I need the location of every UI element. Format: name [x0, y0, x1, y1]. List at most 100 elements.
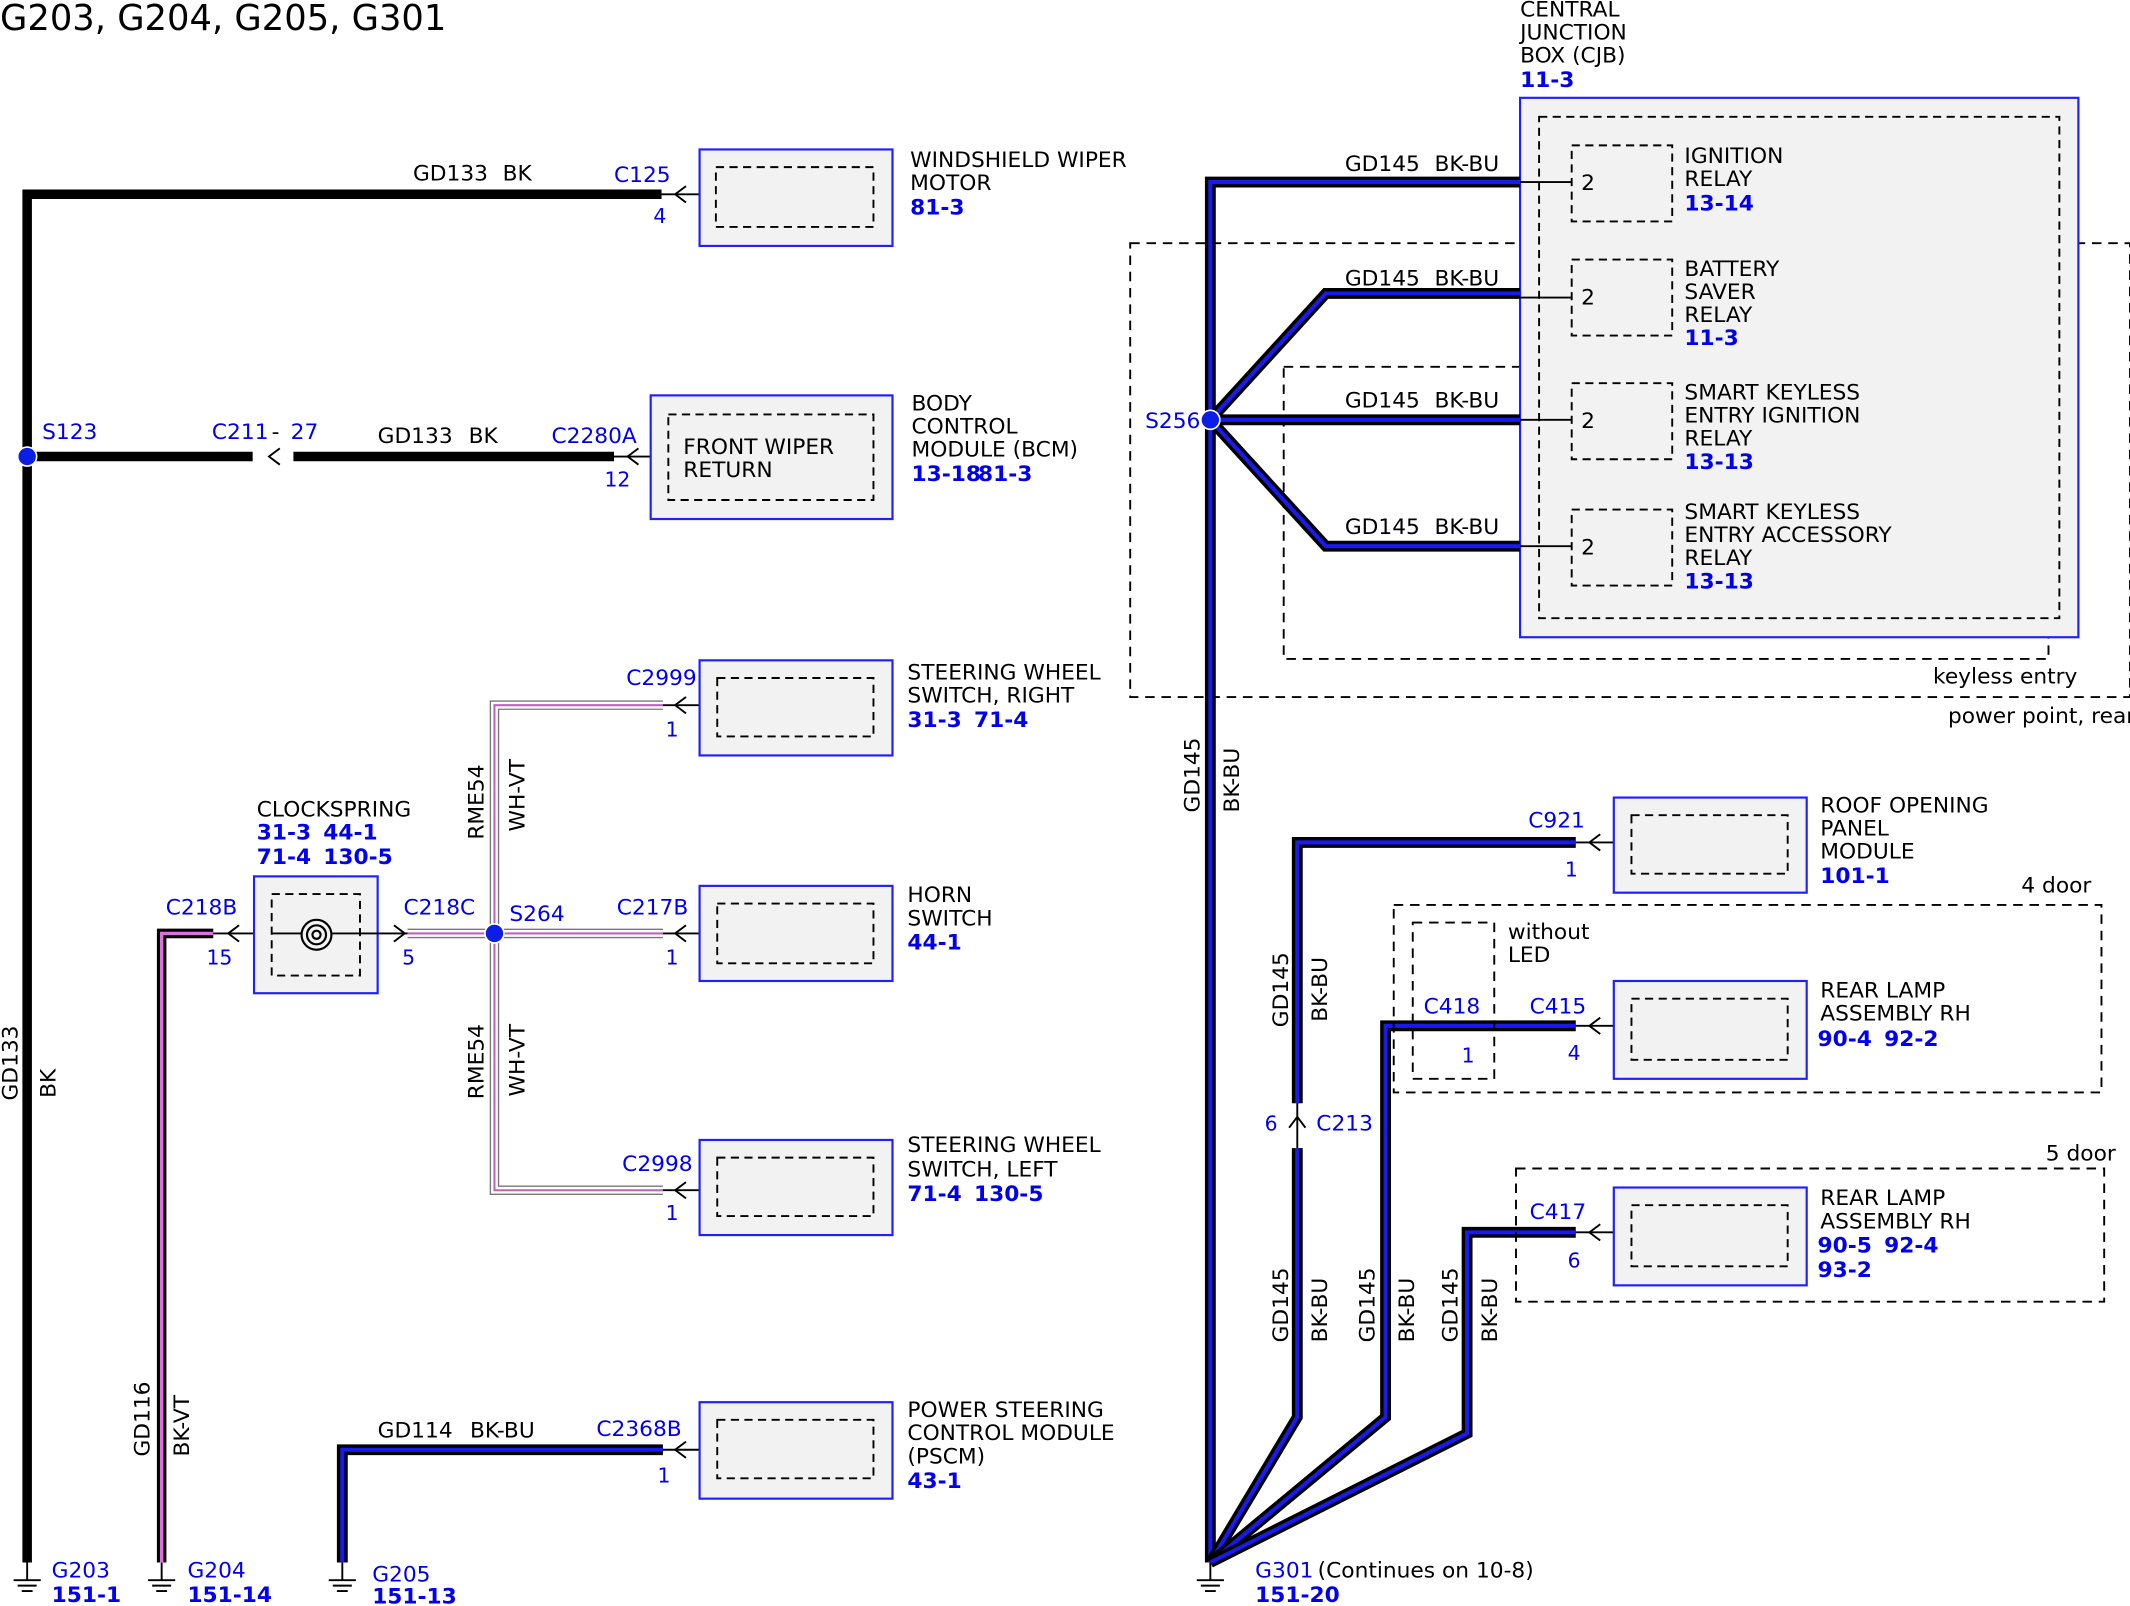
wire-gd114 [336, 1444, 663, 1563]
relay-smart-keyless-ignition[interactable]: 2 SMART KEYLESS ENTRY IGNITION RELAY 13-… [1570, 380, 1861, 475]
steering-switch-right-ref2[interactable]: 71-4 [974, 708, 1028, 733]
rear-lamp-4-door-name2: ASSEMBLY RH [1820, 1001, 1971, 1026]
option-4-door-label: 4 door [2021, 874, 2091, 899]
bcm-pin-name2: RETURN [683, 458, 772, 483]
relay-ref[interactable]: 13-14 [1684, 192, 1753, 217]
pscm-box[interactable] [698, 1401, 894, 1500]
relay-name: RELAY [1684, 167, 1753, 192]
wire-label-gd145: GD145 [1345, 389, 1420, 414]
pscm-ref[interactable]: 43-1 [907, 1469, 961, 1494]
bcm-ref2[interactable]: 81-3 [978, 462, 1032, 487]
steering-switch-right-ref1[interactable]: 31-3 [907, 708, 961, 733]
relay-smart-keyless-accessory[interactable]: 2 SMART KEYLESS ENTRY ACCESSORY RELAY 13… [1570, 500, 1893, 594]
page-title: G203, G204, G205, G301 [0, 0, 446, 39]
bcm-box[interactable] [649, 394, 894, 521]
connector-c417: C417 [1530, 1200, 1587, 1225]
cjb-box[interactable] [1518, 96, 2080, 639]
connector-c921: C921 [1528, 808, 1585, 833]
steering-switch-left-box[interactable] [698, 1138, 894, 1237]
horn-switch-box[interactable] [698, 884, 894, 983]
pin-c2998: 1 [666, 1201, 679, 1225]
connector-c2368b: C2368B [596, 1417, 681, 1442]
ground-g205-ref[interactable]: 151-13 [372, 1584, 457, 1606]
clockspring-box[interactable] [252, 875, 379, 995]
steering-switch-left-ref1[interactable]: 71-4 [907, 1182, 961, 1207]
horn-switch-ref[interactable]: 44-1 [907, 931, 961, 956]
bcm-ref1[interactable]: 13-18 [911, 462, 980, 487]
wire-label-bk: BK [503, 162, 533, 187]
clockspring-ref1[interactable]: 31-3 [257, 821, 311, 846]
wiper-motor-ref[interactable]: 81-3 [910, 196, 964, 221]
splice-s264 [484, 923, 505, 944]
wire-label-gd114: GD114 [378, 1419, 453, 1444]
bcm-pin-name1: FRONT WIPER [683, 435, 834, 460]
rear-lamp-5-door-ref2[interactable]: 92-4 [1884, 1234, 1938, 1259]
steering-switch-left-ref2[interactable]: 130-5 [974, 1182, 1043, 1207]
rear-lamp-4-door-ref1[interactable]: 90-4 [1818, 1027, 1872, 1052]
ground-g204-ref[interactable]: 151-14 [187, 1583, 272, 1606]
roof-panel-ref[interactable]: 101-1 [1820, 864, 1889, 889]
ground-g301-ref[interactable]: 151-20 [1255, 1583, 1340, 1606]
clockspring-ref4[interactable]: 130-5 [323, 845, 392, 870]
ground-g203-label: G203 [52, 1558, 110, 1583]
without-led-note2: LED [1508, 943, 1551, 968]
connector-c125: C125 [614, 163, 671, 188]
option-box-without-led [1411, 921, 1496, 1080]
connector-c2998: C2998 [622, 1152, 692, 1177]
connector-c218c: C218C [403, 895, 475, 920]
pin-c921: 1 [1565, 857, 1578, 881]
relay-battery-saver[interactable]: 2 BATTERY SAVER RELAY 11-3 [1570, 257, 1780, 351]
steering-switch-right-box[interactable] [698, 659, 894, 757]
ground-symbol-g203 [13, 1562, 41, 1593]
relay-name: ENTRY ACCESSORY [1684, 523, 1892, 548]
rear-lamp-4-door-ref2[interactable]: 92-2 [1884, 1027, 1938, 1052]
relay-ref[interactable]: 13-13 [1684, 450, 1753, 475]
wire-label-bkbu-vertical: BK-BU [1395, 1278, 1420, 1343]
pin-c415: 4 [1568, 1041, 1581, 1065]
c211-separator: - [272, 420, 280, 445]
rear-lamp-4-door-box[interactable] [1612, 979, 1808, 1080]
relay-ref[interactable]: 13-13 [1684, 569, 1753, 594]
wire-label-bk: BK [469, 424, 499, 449]
relay-name: ENTRY IGNITION [1684, 404, 1860, 429]
wire-label-bk-vertical: BK [37, 1068, 62, 1098]
option-box-power-point [1129, 242, 2130, 698]
relay-name: IGNITION [1684, 144, 1783, 169]
steering-switch-right-name1: STEERING WHEEL [907, 660, 1100, 685]
ground-g301-label: G301 [1255, 1558, 1313, 1583]
steering-switch-right-name2: SWITCH, RIGHT [907, 683, 1075, 708]
relay-ignition[interactable]: 2 IGNITION RELAY 13-14 [1570, 144, 1784, 223]
wire-label-bkbu: BK-BU [1434, 389, 1499, 414]
wire-gd145 [1204, 176, 1576, 1568]
pin-c2368b: 1 [657, 1463, 670, 1487]
wire-label-gd145-vertical: GD145 [1356, 1267, 1381, 1342]
rear-lamp-5-door-ref1[interactable]: 90-5 [1818, 1234, 1872, 1259]
wire-label-gd145-vertical: GD145 [1180, 737, 1205, 812]
wire-label-whvt: WH-VT [505, 758, 530, 831]
option-box-4-door [1392, 903, 2103, 1094]
ground-g205-label: G205 [372, 1563, 430, 1588]
wiper-motor-box[interactable] [698, 148, 894, 248]
rear-lamp-5-door-ref3[interactable]: 93-2 [1818, 1258, 1872, 1283]
clockspring-ref2[interactable]: 44-1 [323, 821, 377, 846]
rear-lamp-5-door-box[interactable] [1612, 1186, 1808, 1287]
pin-c218c: 5 [402, 946, 415, 970]
relay-name: SAVER [1684, 280, 1755, 305]
connector-arrows [267, 185, 687, 466]
ground-g203-ref[interactable]: 151-1 [52, 1583, 121, 1606]
relay-name: RELAY [1684, 427, 1753, 452]
connector-c213: C213 [1316, 1111, 1373, 1136]
horn-switch-name1: HORN [907, 883, 972, 908]
rear-lamp-5-door-name2: ASSEMBLY RH [1820, 1209, 1971, 1234]
clockspring-ref3[interactable]: 71-4 [257, 845, 311, 870]
relay-ref[interactable]: 11-3 [1684, 326, 1738, 351]
roof-panel-box[interactable] [1612, 796, 1808, 894]
cjb-ref[interactable]: 11-3 [1520, 68, 1574, 93]
wire-label-bkbu: BK-BU [1434, 515, 1499, 540]
wire-label-gd116: GD116 [130, 1382, 155, 1457]
connector-c418: C418 [1424, 995, 1481, 1020]
wire-gd116 [156, 928, 214, 1563]
wire-rme54 [407, 700, 663, 1195]
wire-label-bkbu-vertical: BK-BU [1308, 1278, 1333, 1343]
